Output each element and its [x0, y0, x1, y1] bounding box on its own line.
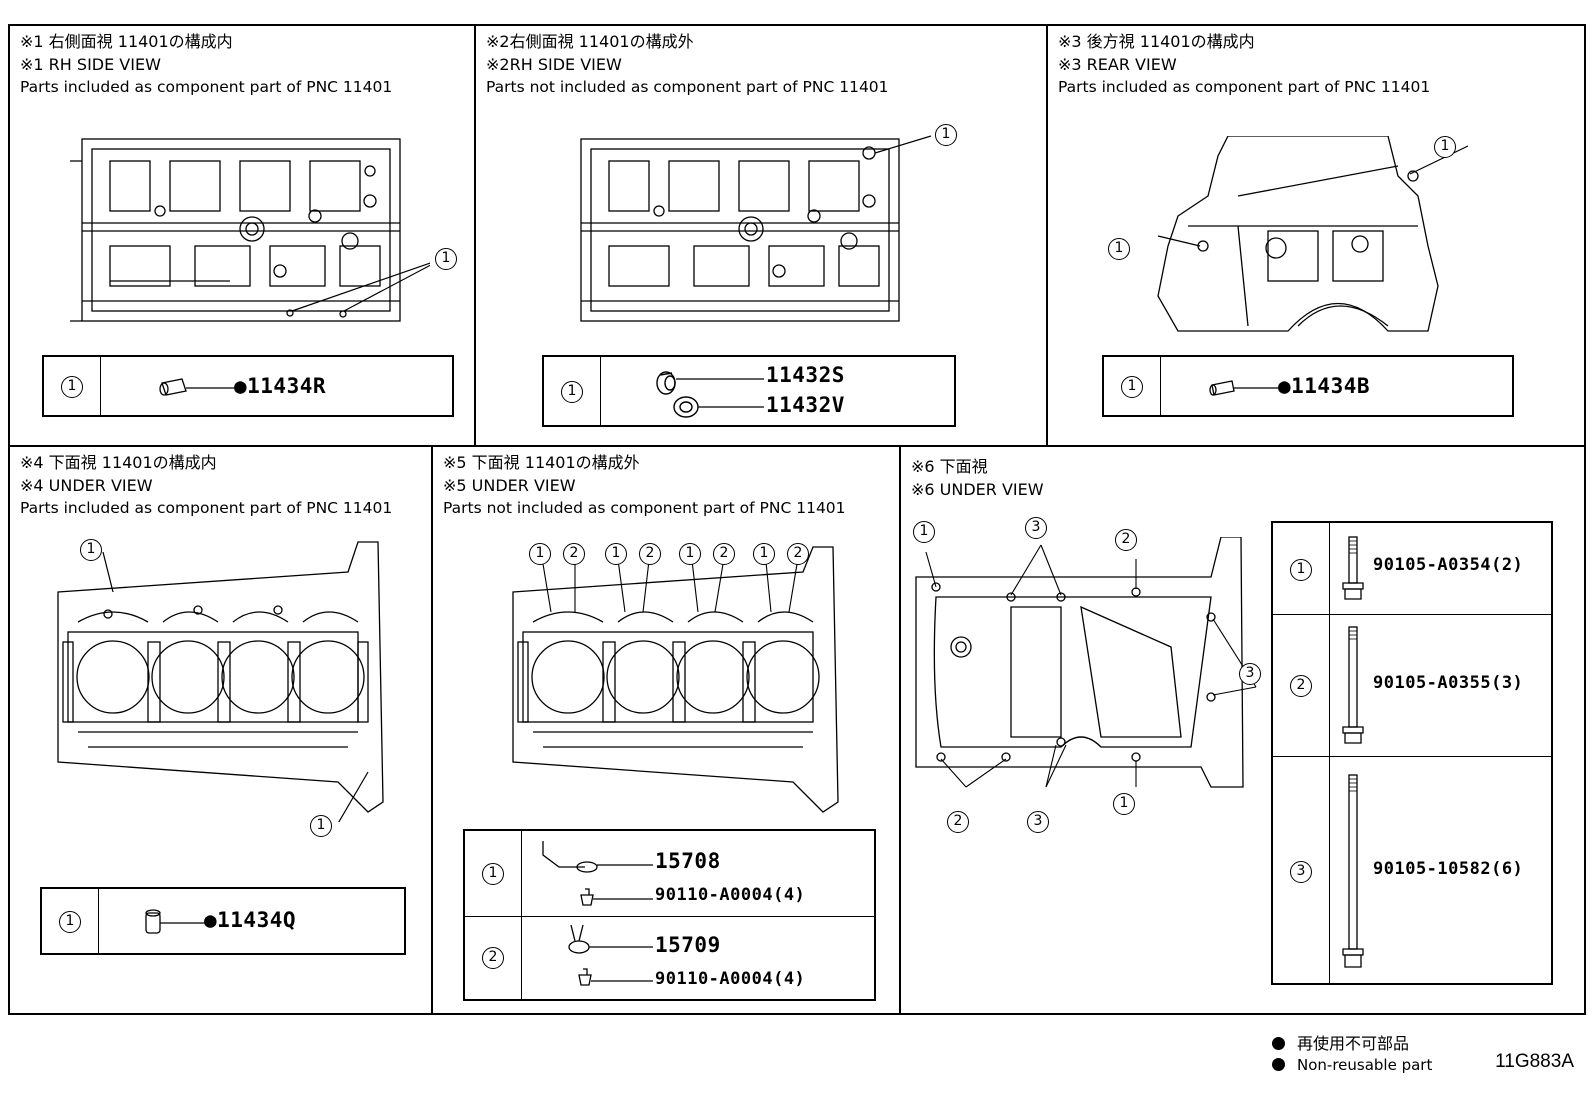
legend-table: 1 15708 90110-A0004(4) 2	[463, 829, 876, 1001]
callout-1: 1	[310, 815, 332, 837]
callout-2: 2	[713, 543, 735, 565]
legend-index-2: 2	[482, 947, 504, 969]
panel-rh-side-view-included: ※1 右側面視 11401の構成内 ※1 RH SIDE VIEW Parts …	[8, 24, 476, 447]
panel-title-jp: ※1 右側面視 11401の構成内	[20, 32, 233, 51]
callout-1: 1	[753, 543, 775, 565]
callout-1: 1	[679, 543, 701, 565]
legend-row: 2 90105-A0355(3)	[1273, 615, 1551, 757]
callout-1: 1	[913, 521, 935, 543]
oil-jet-icon	[568, 924, 653, 986]
engine-block-rear-drawing	[1157, 136, 1468, 332]
callout-1: 1	[529, 543, 551, 565]
part-number: 11432V	[766, 393, 845, 417]
bushing-pin-icon	[1209, 380, 1282, 396]
panel-title-jp: ※6 下面視	[911, 457, 988, 476]
non-reusable-label-en: Non-reusable part	[1297, 1056, 1433, 1074]
panel-under-view-excluded: ※5 下面視 11401の構成外 ※5 UNDER VIEW Parts not…	[431, 445, 901, 1015]
legend-row: 1 15708 90110-A0004(4)	[465, 831, 874, 917]
panel-description: Parts included as component part of PNC …	[1058, 78, 1431, 96]
panel-title-en: ※5 UNDER VIEW	[443, 476, 576, 495]
panel-title-jp: ※4 下面視 11401の構成内	[20, 453, 217, 472]
callout-2: 2	[787, 543, 809, 565]
legend-row: 2 15709 90110-A0004(4)	[465, 917, 874, 1001]
engine-block-rh-side-drawing	[70, 138, 430, 322]
oil-jet-icon	[542, 841, 653, 906]
part-number: 11432S	[766, 363, 845, 387]
bolt-icon	[1342, 536, 1364, 600]
legend-index-1: 1	[61, 376, 83, 398]
legend-row: 3 90105-10582(6)	[1273, 757, 1551, 985]
callout-3: 3	[1025, 517, 1047, 539]
legend-table: 1 11432S 11432V	[542, 355, 956, 427]
part-number: ●11434B	[1278, 374, 1371, 398]
legend-index-1: 1	[1290, 559, 1312, 581]
bullet-dot-icon	[1272, 1058, 1285, 1071]
part-number: ●11434Q	[204, 908, 297, 932]
panel-title-en: ※3 REAR VIEW	[1058, 55, 1177, 74]
callout-1: 1	[80, 539, 102, 561]
legend-table: 1 ●11434Q	[40, 887, 406, 955]
bushing-pin-icon	[159, 378, 234, 396]
panel-title-jp: ※5 下面視 11401の構成外	[443, 453, 640, 472]
panel-description: Parts included as component part of PNC …	[20, 78, 393, 96]
legend-row: 1 90105-A0354(2)	[1273, 523, 1551, 615]
callout-3: 3	[1027, 811, 1049, 833]
legend-index-3: 3	[1290, 861, 1312, 883]
legend-index-1: 1	[561, 381, 583, 403]
panel-rear-view-included: ※3 後方視 11401の構成内 ※3 REAR VIEW Parts incl…	[1046, 24, 1586, 447]
panel-rh-side-view-excluded: ※2右側面視 11401の構成外 ※2RH SIDE VIEW Parts no…	[474, 24, 1048, 447]
callout-3: 3	[1239, 663, 1261, 685]
panel-under-view: ※6 下面視 ※6 UNDER VIEW 1 3 2 3 2 3 1	[899, 445, 1586, 1015]
part-number: 90105-A0355(3)	[1373, 673, 1524, 693]
part-number: 90105-10582(6)	[1373, 859, 1524, 879]
panel-description: Parts not included as component part of …	[486, 78, 889, 96]
callout-1: 1	[1113, 793, 1135, 815]
bolt-icon	[1342, 774, 1364, 968]
non-reusable-label-jp: 再使用不可部品	[1297, 1034, 1410, 1053]
legend-table: 1 ●11434R	[42, 355, 454, 417]
callout-1: 1	[435, 248, 457, 270]
part-number: 15708	[655, 849, 721, 873]
engine-block-underside-drawing	[512, 546, 839, 813]
dowel-pin-icon	[145, 909, 206, 934]
legend-table: 1 ●11434B	[1102, 355, 1514, 417]
callout-2: 2	[1115, 529, 1137, 551]
callout-1: 1	[1108, 238, 1130, 260]
engine-block-underside-drawing	[57, 541, 384, 822]
panel-title-en: ※2RH SIDE VIEW	[486, 55, 622, 74]
part-number: 90110-A0004(4)	[655, 885, 806, 905]
part-number: 90105-A0354(2)	[1373, 555, 1524, 575]
non-reusable-legend-en: Non-reusable part	[1272, 1056, 1432, 1074]
part-number: ●11434R	[234, 374, 327, 398]
panel-title-en: ※1 RH SIDE VIEW	[20, 55, 161, 74]
panel-title-jp: ※2右側面視 11401の構成外	[486, 32, 694, 51]
bolt-icon	[1342, 626, 1364, 744]
callout-2: 2	[947, 811, 969, 833]
legend-index-1: 1	[482, 863, 504, 885]
callout-1: 1	[1434, 136, 1456, 158]
plug-and-seal-icon	[656, 371, 764, 418]
panel-under-view-included: ※4 下面視 11401の構成内 ※4 UNDER VIEW Parts inc…	[8, 445, 433, 1015]
panel-title-jp: ※3 後方視 11401の構成内	[1058, 32, 1255, 51]
part-number: 15709	[655, 933, 721, 957]
panel-title-en: ※4 UNDER VIEW	[20, 476, 153, 495]
panel-title-en: ※6 UNDER VIEW	[911, 480, 1044, 499]
legend-index-1: 1	[1121, 376, 1143, 398]
bullet-dot-icon	[1272, 1037, 1285, 1050]
legend-index-2: 2	[1290, 675, 1312, 697]
legend-index-1: 1	[59, 911, 81, 933]
diagram-code: 11G883A	[1495, 1051, 1574, 1072]
callout-2: 2	[639, 543, 661, 565]
oil-pan-underside-drawing	[915, 537, 1257, 788]
callout-1: 1	[935, 124, 957, 146]
callout-2: 2	[563, 543, 585, 565]
part-number: 90110-A0004(4)	[655, 969, 806, 989]
panel-description: Parts not included as component part of …	[443, 499, 846, 517]
legend-table: 1 90105-A0354(2) 2 90105-A0355(3) 3 9010…	[1271, 521, 1553, 985]
callout-1: 1	[605, 543, 627, 565]
panel-description: Parts included as component part of PNC …	[20, 499, 393, 517]
non-reusable-legend-jp: 再使用不可部品	[1272, 1030, 1409, 1054]
engine-block-rh-side-drawing	[580, 135, 932, 322]
